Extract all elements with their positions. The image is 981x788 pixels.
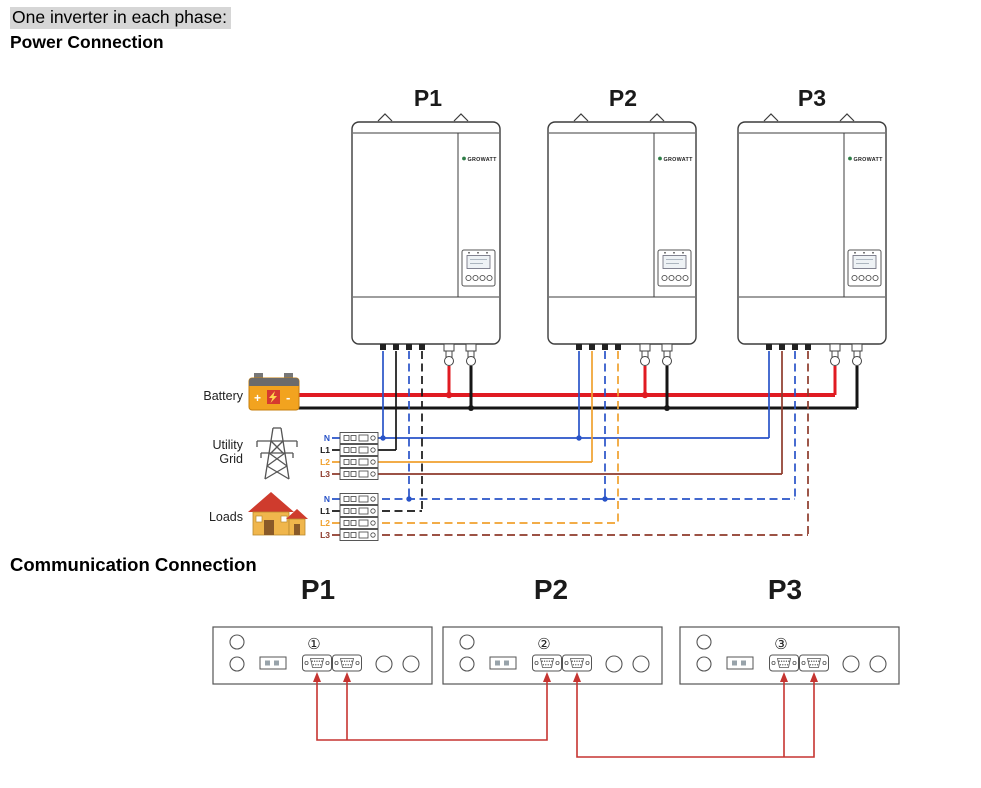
utility-grid-wiring: N L1 L2 L3: [320, 351, 783, 480]
inverter-unit-2: [547, 113, 697, 367]
utility-grid-icon: [256, 427, 298, 480]
grid-label-n: N: [324, 433, 330, 443]
grid-label-l1: L1: [320, 445, 330, 455]
grid-breaker-l2: [339, 456, 379, 468]
load-breaker-l3: [339, 529, 379, 541]
load-breaker-l1: [339, 505, 379, 517]
comm-cable-arrows: [313, 672, 818, 682]
power-inverter-label-p1: P1: [414, 85, 442, 111]
load-breaker-l2: [339, 517, 379, 529]
arrow-up-icon: [780, 672, 788, 682]
comm-panel-number-2: ②: [537, 636, 550, 653]
loads-label: Loads: [209, 510, 243, 524]
load-label-l3: L3: [320, 530, 330, 540]
arrow-up-icon: [543, 672, 551, 682]
load-label-l2: L2: [320, 518, 330, 528]
comm-cables: [316, 681, 815, 758]
battery-bolt-icon: [269, 391, 277, 403]
comm-panel-1: [213, 627, 432, 684]
grid-breaker-l3: [339, 468, 379, 480]
battery-label: Battery: [203, 389, 243, 403]
loads-icon: [248, 492, 308, 536]
battery-icon: + -: [248, 373, 300, 411]
loads-wiring: N L1 L2 L3: [320, 351, 809, 541]
battery-plus-sign: +: [254, 391, 261, 405]
inverter-unit-3: [737, 113, 887, 367]
communication-connection-heading: Communication Connection: [10, 554, 257, 575]
page-subtitle: One inverter in each phase:: [10, 7, 231, 29]
comm-panel-label-p2: P2: [534, 574, 568, 605]
load-breaker-n: [339, 493, 379, 505]
load-label-l1: L1: [320, 506, 330, 516]
arrow-up-icon: [810, 672, 818, 682]
comm-panel-label-p3: P3: [768, 574, 802, 605]
comm-panel-2: [443, 627, 662, 684]
comm-panel-number-3: ③: [774, 636, 787, 653]
arrow-up-icon: [343, 672, 351, 682]
grid-label-l2: L2: [320, 457, 330, 467]
grid-breaker-n: [339, 432, 379, 444]
comm-panel-label-p1: P1: [301, 574, 335, 605]
comm-cable-p1-p2: [316, 681, 548, 741]
grid-breaker-l1: [339, 444, 379, 456]
load-label-n: N: [324, 494, 330, 504]
utility-grid-label-line1: Utility: [212, 438, 243, 452]
utility-grid-label-line2: Grid: [219, 452, 243, 466]
power-connection-heading: Power Connection: [10, 32, 164, 52]
comm-panel-3: [680, 627, 899, 684]
comm-panel-number-1: ①: [307, 636, 320, 653]
arrow-up-icon: [573, 672, 581, 682]
power-inverter-label-p2: P2: [609, 85, 637, 111]
battery-wiring: [298, 366, 859, 411]
power-inverter-label-p3: P3: [798, 85, 826, 111]
arrow-up-icon: [313, 672, 321, 682]
inverter-unit-1: [351, 113, 501, 367]
battery-minus-sign: -: [286, 390, 290, 405]
grid-label-l3: L3: [320, 469, 330, 479]
comm-cable-p2-p3: [576, 681, 815, 758]
